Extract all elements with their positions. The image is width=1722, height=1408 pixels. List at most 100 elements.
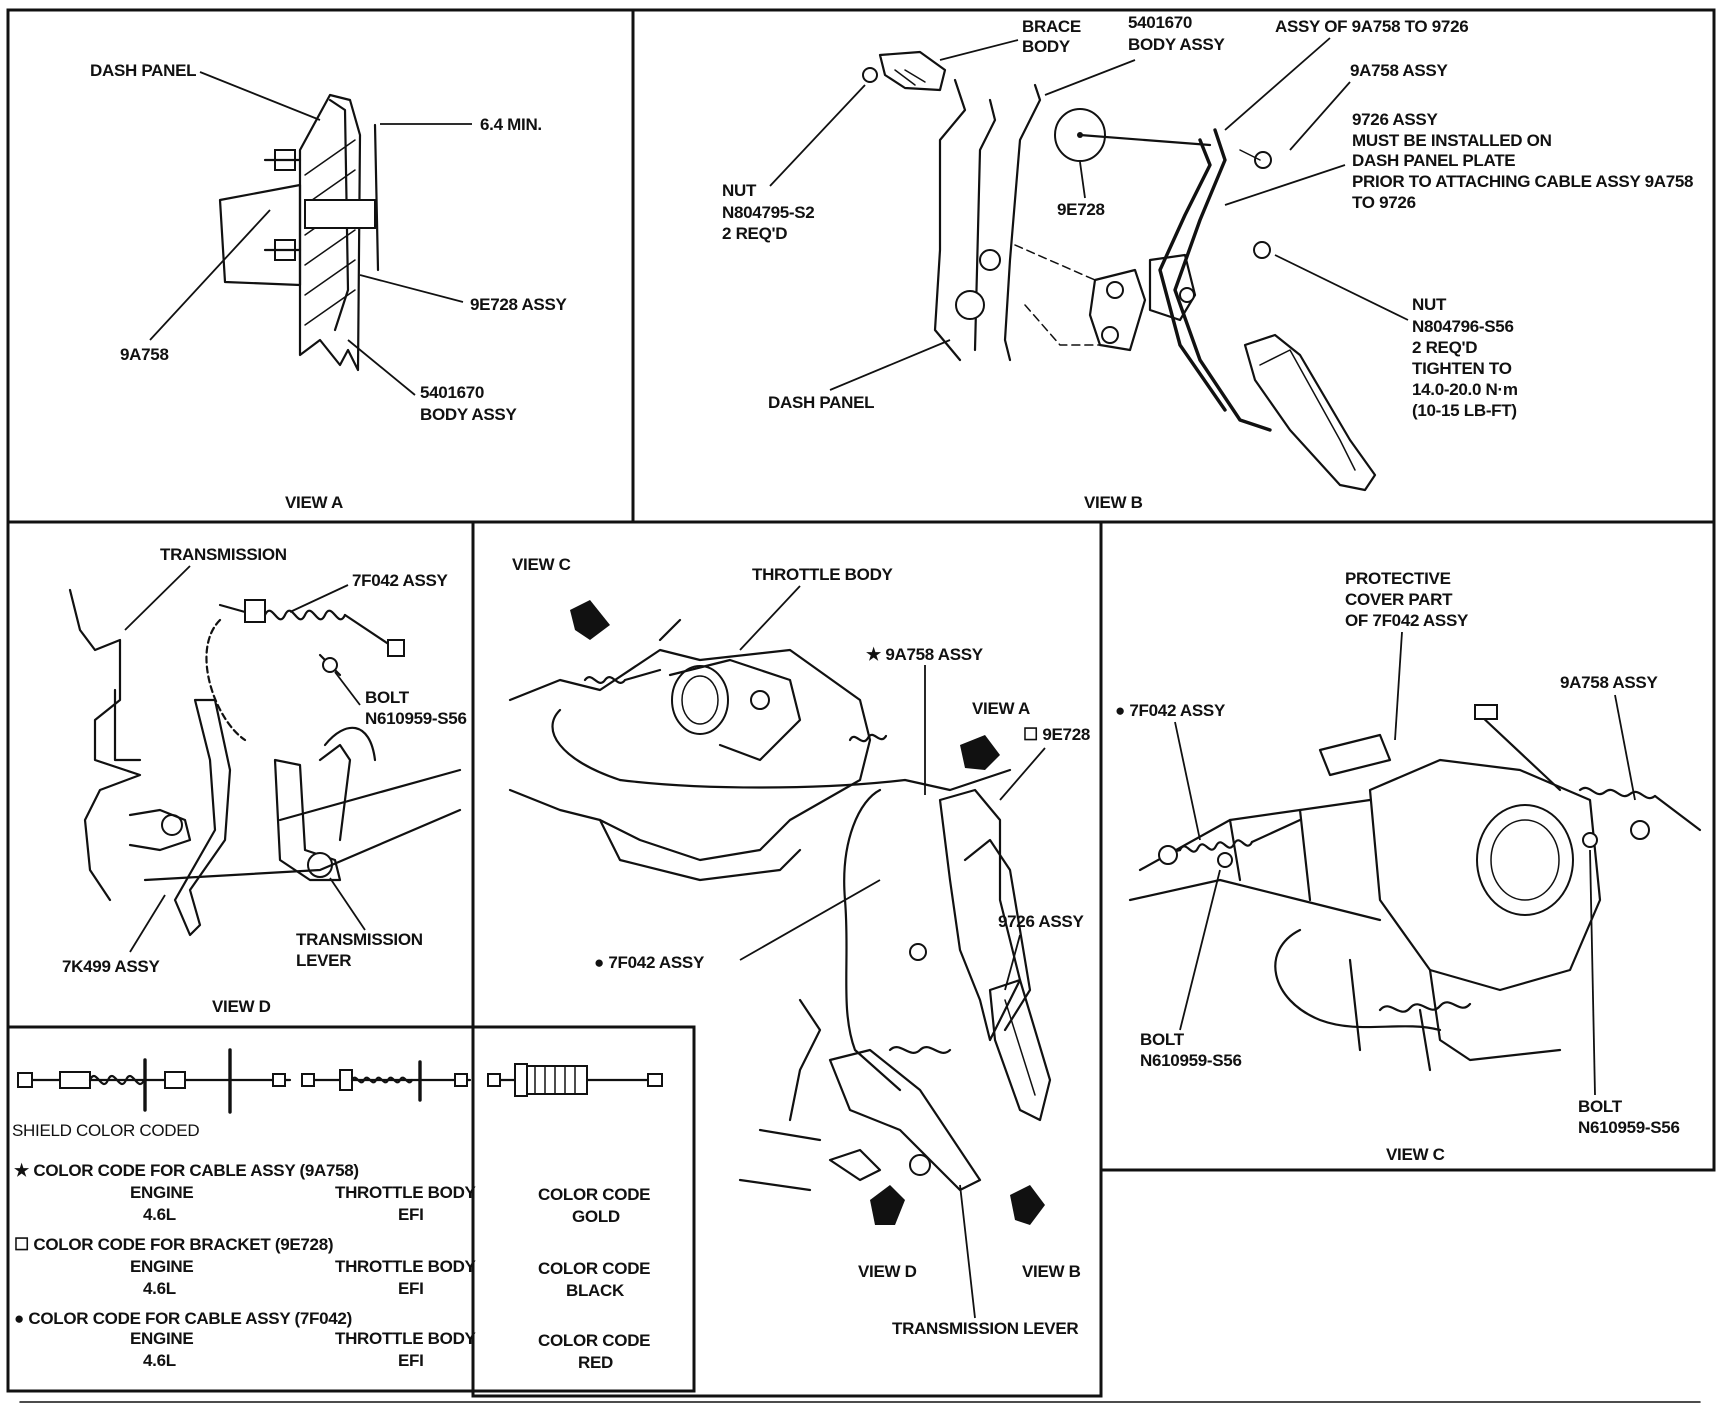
view-b-assy-to-leader — [1224, 37, 1331, 131]
view-a-body-label-1: 5401670 — [420, 383, 484, 402]
view-b-caption: VIEW B — [1084, 493, 1143, 512]
view-c-caption: VIEW C — [1386, 1145, 1445, 1164]
legend-throttle-header: THROTTLE BODY — [335, 1257, 477, 1276]
view-d-transmission-label: TRANSMISSION — [160, 545, 287, 564]
legend-throttle-header: THROTTLE BODY — [335, 1183, 477, 1202]
center-bracket-9e728-leader — [999, 747, 1046, 801]
legend-throttle-value: EFI — [398, 1279, 424, 1298]
view-b-arrow-icon — [1010, 1185, 1045, 1225]
center-view-d-ref: VIEW D — [858, 1262, 917, 1281]
view-d-lever-leader — [329, 877, 366, 931]
view-c-cover-label-2: COVER PART — [1345, 590, 1453, 609]
legend-color-header: COLOR CODE — [538, 1185, 650, 1204]
cable-shield-illustrations — [17, 1048, 663, 1114]
view-d-frame — [6, 520, 475, 1029]
view-b: BRACE BODY 5401670 BODY ASSY ASSY OF 9A7… — [722, 13, 1694, 512]
view-d-bracket-label: 7K499 ASSY — [62, 957, 160, 976]
center-pedal-9726-leader — [1004, 934, 1021, 991]
legend-engine-value: 4.6L — [143, 1279, 176, 1298]
view-c-arrow-icon — [570, 600, 610, 640]
view-d-transmission-leader — [124, 565, 191, 631]
view-a-frame — [6, 8, 635, 524]
view-c-drawing — [1128, 704, 1702, 1072]
view-b-bracket-label: 9E728 — [1057, 200, 1105, 219]
center-cable-7f042-label: ● 7F042 ASSY — [594, 953, 705, 972]
legend-row-title: ☐ COLOR CODE FOR BRACKET (9E728) — [14, 1235, 333, 1254]
legend-color-value: GOLD — [572, 1207, 620, 1226]
legend-engine-header: ENGINE — [130, 1329, 193, 1348]
center-trans-lever-label: TRANSMISSION LEVER — [892, 1319, 1078, 1338]
view-a-cable-leader — [149, 209, 271, 341]
legend-throttle-value: EFI — [398, 1351, 424, 1370]
view-c-bolt1-label-1: BOLT — [1140, 1030, 1185, 1049]
view-a-body-leader — [347, 339, 416, 396]
center-throttle-body-label: THROTTLE BODY — [752, 565, 894, 584]
legend: SHIELD COLOR CODED ★ COLOR CODE FOR CABL… — [12, 1048, 663, 1372]
view-c-cover-leader — [1394, 631, 1403, 741]
view-b-pedal-label-5: TO 9726 — [1352, 193, 1416, 212]
view-d-caption: VIEW D — [212, 997, 271, 1016]
view-d-cable-leader — [289, 584, 349, 613]
view-b-brace-label-2: BODY — [1022, 37, 1071, 56]
view-c-cable-7f042-label: ● 7F042 ASSY — [1115, 701, 1226, 720]
center-view-b-ref: VIEW B — [1022, 1262, 1081, 1281]
view-a-caption: VIEW A — [285, 493, 343, 512]
view-b-nut1-label-1: NUT — [722, 181, 757, 200]
view-b-pedal-leader — [1224, 164, 1346, 206]
view-c-cable-7f042-leader — [1174, 721, 1201, 841]
view-b-body-label-2: BODY ASSY — [1128, 35, 1225, 54]
center-pedal-9726-label: 9726 ASSY — [998, 912, 1084, 931]
view-b-body-label-1: 5401670 — [1128, 13, 1192, 32]
legend-throttle-header: THROTTLE BODY — [335, 1329, 477, 1348]
view-b-nut2-label-5: 14.0-20.0 N·m — [1412, 380, 1518, 399]
view-a-min-gap-label: 6.4 MIN. — [480, 115, 542, 134]
view-a-dash-panel-leader — [199, 71, 321, 121]
legend-engine-header: ENGINE — [130, 1257, 193, 1276]
view-b-pedal-label-4: PRIOR TO ATTACHING CABLE ASSY 9A758 — [1352, 172, 1693, 191]
view-b-pedal-label-1: 9726 ASSY — [1352, 110, 1438, 129]
panel-frames — [6, 8, 1716, 1403]
view-b-brace-leader — [939, 39, 1019, 61]
view-c-cable-9a758-label: 9A758 ASSY — [1560, 673, 1658, 692]
view-b-nut2-label-3: 2 REQ'D — [1412, 338, 1477, 357]
center-view-c-ref: VIEW C — [512, 555, 571, 574]
view-b-drawing — [862, 50, 1377, 492]
center-cable-7f042-leader — [739, 879, 881, 961]
view-b-nut2-label-1: NUT — [1412, 295, 1447, 314]
view-b-assy-to-label: ASSY OF 9A758 TO 9726 — [1275, 17, 1468, 36]
view-b-pedal-label-3: DASH PANEL PLATE — [1352, 151, 1515, 170]
view-d: TRANSMISSION 7F042 ASSY BOLT N610959-S56… — [62, 545, 467, 1016]
view-a-body-label-2: BODY ASSY — [420, 405, 517, 424]
view-a-arrow-icon — [960, 735, 1000, 770]
view-d-bolt-label-1: BOLT — [365, 688, 410, 707]
center-view-a-ref: VIEW A — [972, 699, 1030, 718]
view-c: PROTECTIVE COVER PART OF 7F042 ASSY ● 7F… — [1115, 569, 1702, 1164]
view-a-cable-label: 9A758 — [120, 345, 169, 364]
view-d-bolt-label-2: N610959-S56 — [365, 709, 467, 728]
view-a-bracket-label: 9E728 ASSY — [470, 295, 568, 314]
legend-engine-value: 4.6L — [143, 1351, 176, 1370]
view-b-nut2-leader — [1274, 254, 1409, 321]
legend-engine-value: 4.6L — [143, 1205, 176, 1224]
view-b-dash-panel-leader — [829, 339, 951, 391]
view-b-nut1-label-3: 2 REQ'D — [722, 224, 787, 243]
legend-frame — [6, 1025, 696, 1393]
view-c-cover-label-1: PROTECTIVE — [1345, 569, 1451, 588]
legend-row-9e728: ☐ COLOR CODE FOR BRACKET (9E728) ENGINE … — [14, 1235, 651, 1300]
view-c-cover-label-3: OF 7F042 ASSY — [1345, 611, 1469, 630]
view-d-arrow-icon — [870, 1185, 905, 1225]
view-c-bolt2-label-2: N610959-S56 — [1578, 1118, 1680, 1137]
view-a-drawing — [218, 93, 380, 372]
legend-row-title: ● COLOR CODE FOR CABLE ASSY (7F042) — [14, 1309, 352, 1328]
view-a-dash-panel-label: DASH PANEL — [90, 61, 196, 80]
view-c-frame — [1099, 520, 1716, 1172]
view-c-bolt1-label-2: N610959-S56 — [1140, 1051, 1242, 1070]
view-b-nut2-label-2: N804796-S56 — [1412, 317, 1514, 336]
view-b-nut1-leader — [769, 84, 866, 187]
legend-row-7f042: ● COLOR CODE FOR CABLE ASSY (7F042) ENGI… — [14, 1309, 651, 1372]
view-b-cable-label: 9A758 ASSY — [1350, 61, 1448, 80]
legend-row-9a758: ★ COLOR CODE FOR CABLE ASSY (9A758) ENGI… — [14, 1161, 651, 1226]
legend-throttle-value: EFI — [398, 1205, 424, 1224]
legend-color-value: RED — [578, 1353, 613, 1372]
view-b-nut2-label-4: TIGHTEN TO — [1412, 359, 1512, 378]
